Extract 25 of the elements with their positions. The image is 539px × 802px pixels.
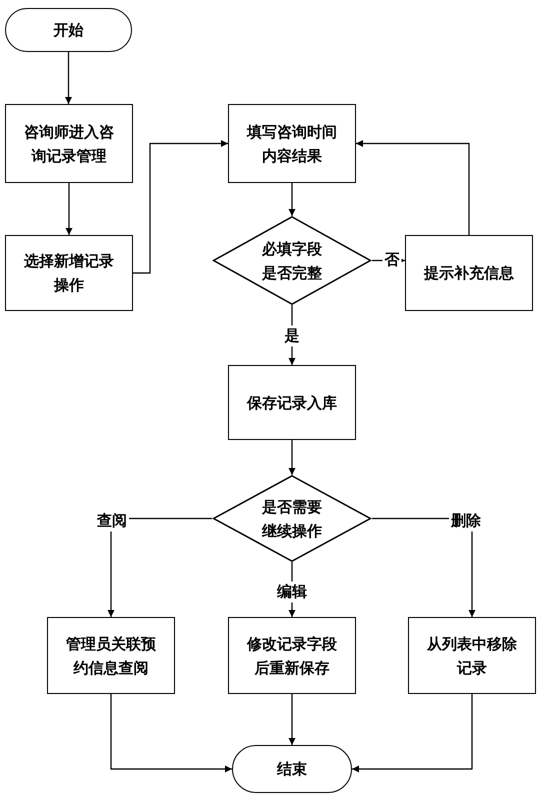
arrow — [352, 694, 473, 772]
arrow — [288, 440, 296, 475]
process-box: 保存记录入库 — [228, 365, 356, 440]
arrow — [110, 694, 232, 772]
arrow — [356, 140, 470, 235]
arrow — [65, 52, 72, 104]
process-box: 选择新增记录操作 — [5, 235, 133, 311]
edge-label: 编辑 — [275, 582, 309, 602]
arrow — [133, 140, 228, 274]
edge-label: 删除 — [449, 510, 483, 532]
decision-diamond: 必填字段是否完整 — [212, 216, 372, 305]
decision-diamond: 是否需要继续操作 — [212, 475, 372, 562]
arrow — [288, 183, 296, 216]
process-box: 修改记录字段后重新保存 — [228, 617, 356, 694]
arrow — [288, 694, 296, 745]
process-box: 从列表中移除记录 — [408, 617, 536, 694]
process-box: 填写咨询时间内容结果 — [228, 104, 356, 183]
terminal-box: 结束 — [232, 745, 352, 793]
arrow — [66, 183, 72, 235]
terminal-box: 开始 — [5, 8, 132, 52]
edge-label: 是 — [282, 326, 302, 346]
process-box: 管理员关联预约信息查阅 — [47, 617, 175, 694]
process-box: 提示补充信息 — [405, 235, 533, 311]
process-box: 咨询师进入咨询记录管理 — [5, 104, 133, 183]
edge-label: 查阅 — [95, 510, 129, 532]
